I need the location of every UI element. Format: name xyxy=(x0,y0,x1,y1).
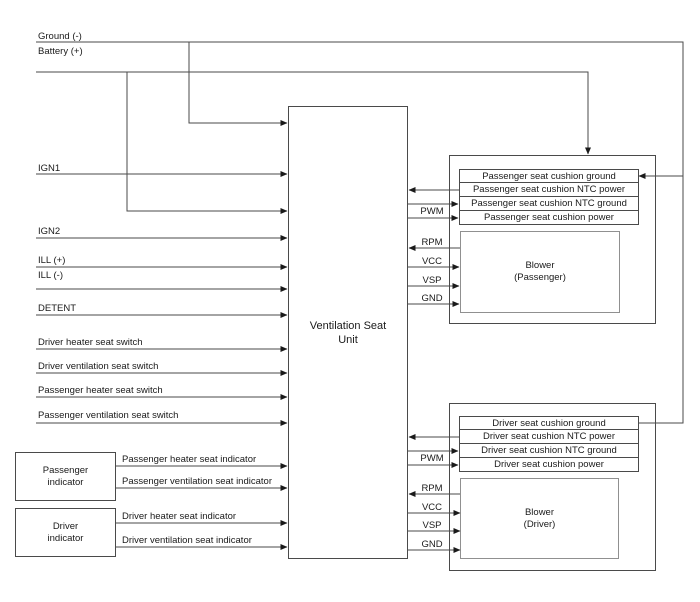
driver-cushion-row-ntc-ground: Driver seat cushion NTC ground xyxy=(459,444,639,458)
driver-indicator-label: Driver indicator xyxy=(47,520,84,544)
pin-label-passenger-rpm: RPM xyxy=(421,237,443,248)
label-driver-heater-switch: Driver heater seat switch xyxy=(38,337,143,348)
ventilation-seat-unit-box: Ventilation Seat Unit xyxy=(288,106,408,559)
pin-label-passenger-pwm: PWM xyxy=(420,206,444,217)
driver-blower-box: Blower (Driver) xyxy=(460,478,619,559)
passenger-cushion-row-ntc-power: Passenger seat cushion NTC power xyxy=(459,183,639,197)
passenger-indicator-box: Passenger indicator xyxy=(15,452,116,501)
label-ground: Ground (-) xyxy=(38,31,82,42)
label-ill-minus: ILL (-) xyxy=(38,270,63,281)
passenger-blower-label: Blower (Passenger) xyxy=(514,260,566,283)
pin-label-driver-vsp: VSP xyxy=(422,520,442,531)
driver-indicator-box: Driver indicator xyxy=(15,508,116,557)
label-ign1: IGN1 xyxy=(38,163,61,174)
label-passenger-heater-indicator: Passenger heater seat indicator xyxy=(122,454,257,465)
pin-label-driver-gnd: GND xyxy=(421,539,443,550)
label-battery: Battery (+) xyxy=(38,46,83,57)
label-driver-vent-switch: Driver ventilation seat switch xyxy=(38,361,159,372)
label-passenger-vent-switch: Passenger ventilation seat switch xyxy=(38,410,179,421)
label-passenger-vent-indicator: Passenger ventilation seat indicator xyxy=(122,476,272,487)
passenger-cushion-row-ntc-ground: Passenger seat cushion NTC ground xyxy=(459,197,639,211)
driver-blower-label: Blower (Driver) xyxy=(523,506,556,530)
label-ign2: IGN2 xyxy=(38,226,61,237)
pin-label-passenger-gnd: GND xyxy=(421,293,443,304)
label-passenger-heater-switch: Passenger heater seat switch xyxy=(38,385,163,396)
passenger-indicator-label: Passenger indicator xyxy=(42,464,89,488)
label-detent: DETENT xyxy=(38,303,76,314)
pin-label-passenger-vcc: VCC xyxy=(421,256,443,267)
label-driver-heater-indicator: Driver heater seat indicator xyxy=(122,511,237,522)
passenger-cushion-row-ground: Passenger seat cushion ground xyxy=(459,169,639,183)
driver-cushion-row-ntc-power: Driver seat cushion NTC power xyxy=(459,430,639,444)
driver-cushion-connector-table: Driver seat cushion ground Driver seat c… xyxy=(459,416,639,472)
pin-label-driver-pwm: PWM xyxy=(420,453,444,464)
pin-label-driver-vcc: VCC xyxy=(421,502,443,513)
passenger-cushion-connector-table: Passenger seat cushion ground Passenger … xyxy=(459,169,639,225)
label-driver-vent-indicator: Driver ventilation seat indicator xyxy=(122,535,252,546)
wire-battery-to-unit xyxy=(126,72,288,214)
pin-label-driver-rpm: RPM xyxy=(421,483,443,494)
driver-cushion-row-power: Driver seat cushion power xyxy=(459,458,639,472)
ventilation-seat-unit-label: Ventilation Seat Unit xyxy=(309,319,387,346)
passenger-cushion-row-power: Passenger seat cushion power xyxy=(459,211,639,225)
passenger-blower-box: Blower (Passenger) xyxy=(460,231,620,313)
pin-label-passenger-vsp: VSP xyxy=(422,275,442,286)
wire-ground-to-unit xyxy=(188,42,288,126)
label-ill-plus: ILL (+) xyxy=(38,255,66,266)
driver-cushion-row-ground: Driver seat cushion ground xyxy=(459,416,639,430)
